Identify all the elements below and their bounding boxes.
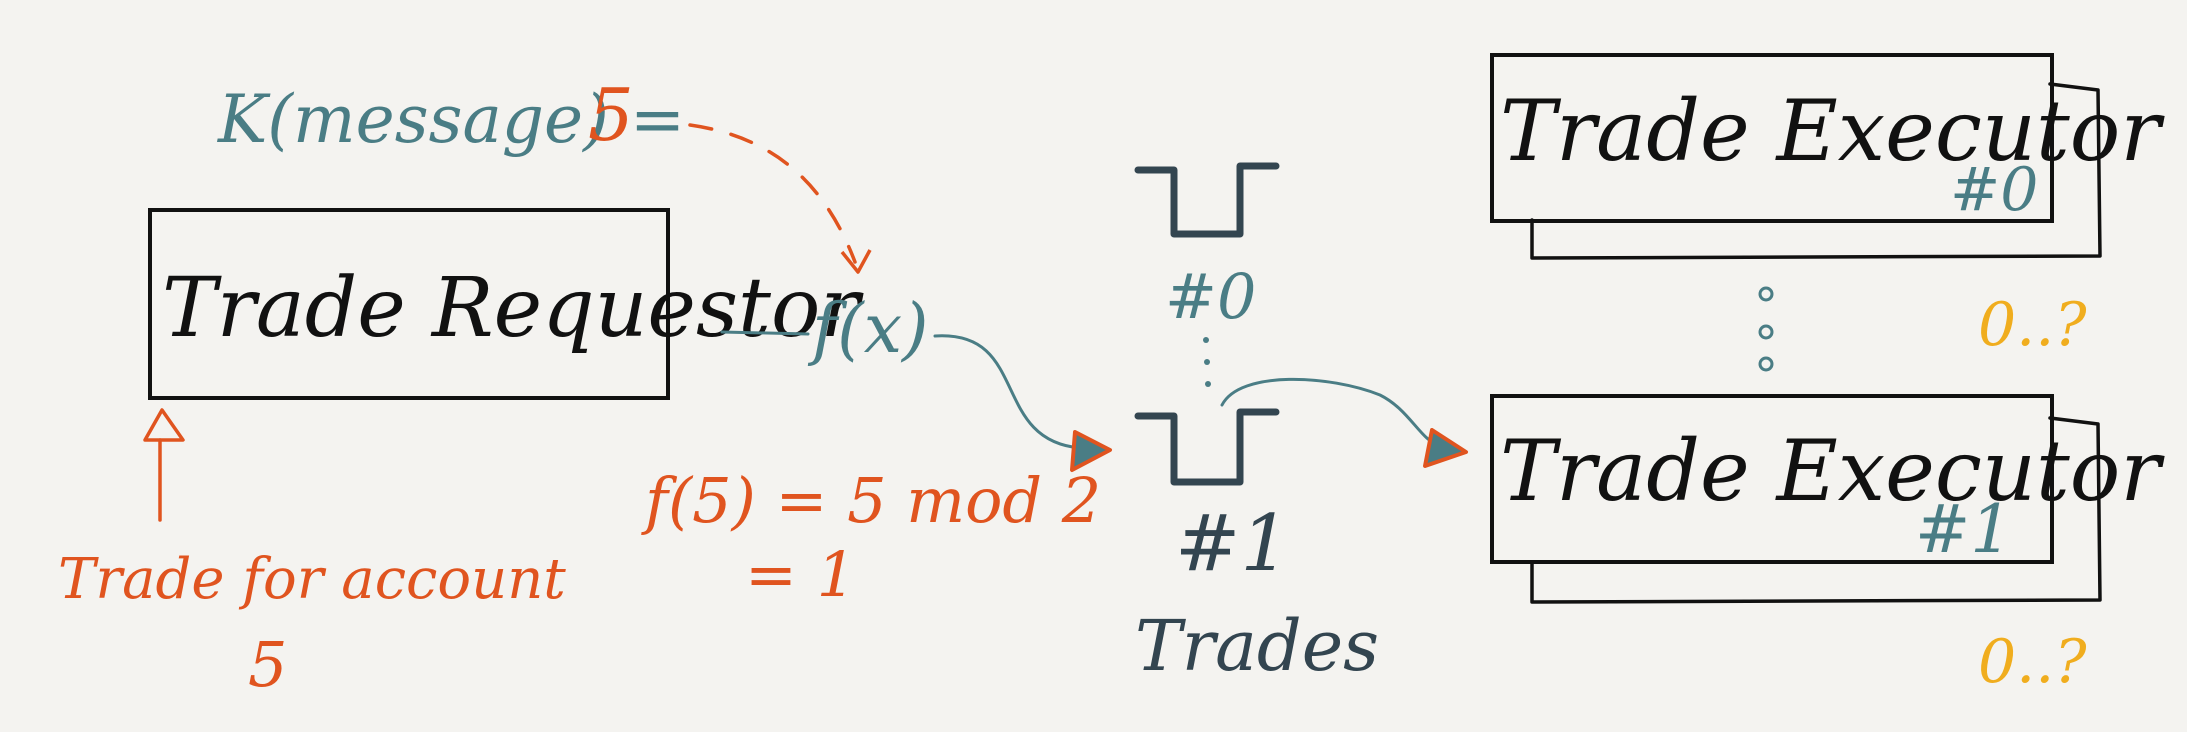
trade-executor-0-label: Trade Executor — [1500, 82, 2165, 180]
trade-requestor-box — [148, 208, 670, 400]
key-to-function-dashed-arrow — [688, 123, 857, 264]
key-arrow-head — [840, 249, 872, 274]
trade-executor-0-box — [1490, 53, 2054, 223]
partition-ellipsis-dot — [1203, 337, 1209, 343]
partition-0-label: #0 — [1165, 260, 1256, 333]
trade-executor-1-label: Trade Executor — [1500, 422, 2165, 520]
requestor-to-function-line — [720, 330, 810, 336]
requestor-note-line2: 5 — [248, 628, 287, 701]
executor-ellipsis-dot — [1758, 286, 1774, 302]
partition-to-executor-arrow — [1220, 377, 1442, 448]
function-arrow-head — [1070, 430, 1112, 472]
executor-ellipsis-dot — [1758, 356, 1774, 372]
partition-ellipsis-dot — [1204, 359, 1210, 365]
trade-requestor-label: Trade Requestor — [162, 261, 864, 356]
function-to-partition-arrow — [933, 334, 1082, 450]
function-result-line2: = 1 — [745, 538, 856, 611]
partition-0-queue-icon — [1134, 162, 1280, 238]
key-value-label: 5 — [588, 73, 634, 157]
request-arrow-head — [143, 408, 185, 442]
executor-0-stack-shadow — [1530, 82, 2102, 260]
function-label: f(x) — [807, 290, 929, 369]
executor-1-count-label: 0..? — [1978, 627, 2087, 697]
executor-ellipsis-dot — [1758, 324, 1774, 340]
executor-arrow-head — [1423, 428, 1468, 468]
trade-executor-1-box — [1490, 394, 2054, 564]
partition-ellipsis-dot — [1205, 381, 1211, 387]
function-result-line1: f(5) = 5 mod 2 — [641, 464, 1101, 537]
trade-executor-1-index: #1 — [1915, 491, 2012, 568]
executor-1-stack-shadow — [1530, 416, 2102, 604]
trade-executor-0-index: #0 — [1950, 155, 2038, 225]
executor-0-count-label: 0..? — [1978, 290, 2087, 360]
partition-1-queue-icon — [1134, 408, 1280, 486]
requestor-note-line1: Trade for account — [58, 547, 566, 612]
key-formula-label: K(message) = — [217, 81, 685, 158]
partition-1-label: #1 — [1175, 499, 1290, 589]
topic-name-label: Trades — [1135, 605, 1379, 687]
